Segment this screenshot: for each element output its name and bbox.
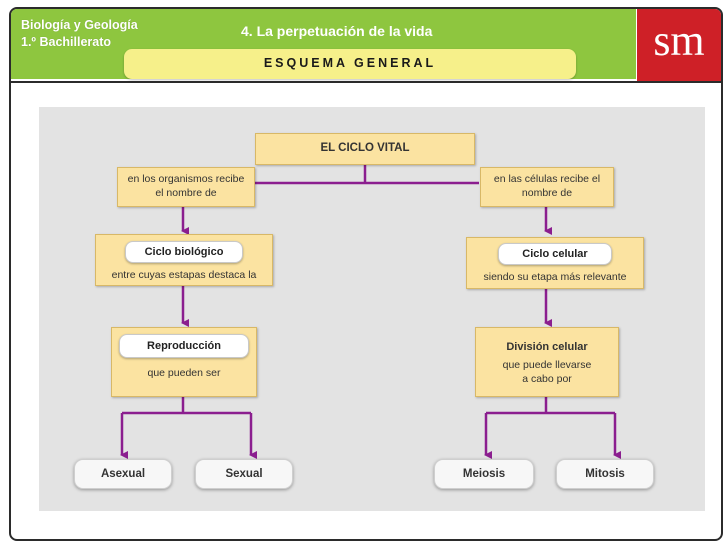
- right-process-note-line2: a cabo por: [522, 373, 572, 385]
- connector-lines: [120, 163, 621, 459]
- publisher-logo-text: sm: [653, 16, 705, 65]
- header-divider: [11, 81, 721, 83]
- root-node: EL CICLO VITAL: [255, 133, 475, 165]
- left-process-node: Reproducción que pueden ser: [111, 327, 257, 397]
- right-concept-note: siendo su etapa más relevante: [483, 271, 627, 283]
- scheme-banner: ESQUEMA GENERAL: [124, 49, 576, 79]
- right-connector-node: en las células recibe el nombre de: [480, 167, 614, 207]
- slide-frame: Biología y Geología 1.º Bachillerato 4. …: [9, 7, 723, 541]
- concept-map-panel: EL CICLO VITAL en los organismos recibe …: [39, 107, 705, 511]
- right-process-note-line1: que puede llevarse: [502, 359, 592, 371]
- right-process-node: División celular que puede llevarse a ca…: [475, 327, 619, 397]
- right-connector-line1: en las células recibe el: [493, 173, 601, 185]
- left-process-pill: Reproducción: [119, 334, 249, 358]
- root-label: EL CICLO VITAL: [320, 142, 410, 154]
- unit-title: 4. La perpetuación de la vida: [241, 23, 433, 39]
- left-connector-line2: el nombre de: [155, 187, 217, 199]
- leaf-meiosis: Meiosis: [434, 459, 534, 489]
- left-process-note: que pueden ser: [147, 367, 221, 379]
- left-concept-pill: Ciclo biológico: [125, 241, 243, 263]
- right-concept-node: Ciclo celular siendo su etapa más releva…: [466, 237, 644, 289]
- right-concept-pill: Ciclo celular: [498, 243, 612, 265]
- left-connector-node: en los organismos recibe el nombre de: [117, 167, 255, 207]
- left-concept-node: Ciclo biológico entre cuyas estapas dest…: [95, 234, 273, 286]
- leaf-asexual: Asexual: [74, 459, 172, 489]
- left-connector-line1: en los organismos recibe: [127, 173, 245, 185]
- leaf-mitosis: Mitosis: [556, 459, 654, 489]
- right-connector-line2: nombre de: [521, 187, 573, 199]
- left-concept-note: entre cuyas estapas destaca la: [111, 269, 257, 281]
- course-level: 1.º Bachillerato: [21, 35, 112, 49]
- right-process-label: División celular: [506, 341, 588, 353]
- leaf-sexual: Sexual: [195, 459, 293, 489]
- subject-name: Biología y Geología: [21, 18, 138, 32]
- publisher-logo: sm: [637, 9, 721, 81]
